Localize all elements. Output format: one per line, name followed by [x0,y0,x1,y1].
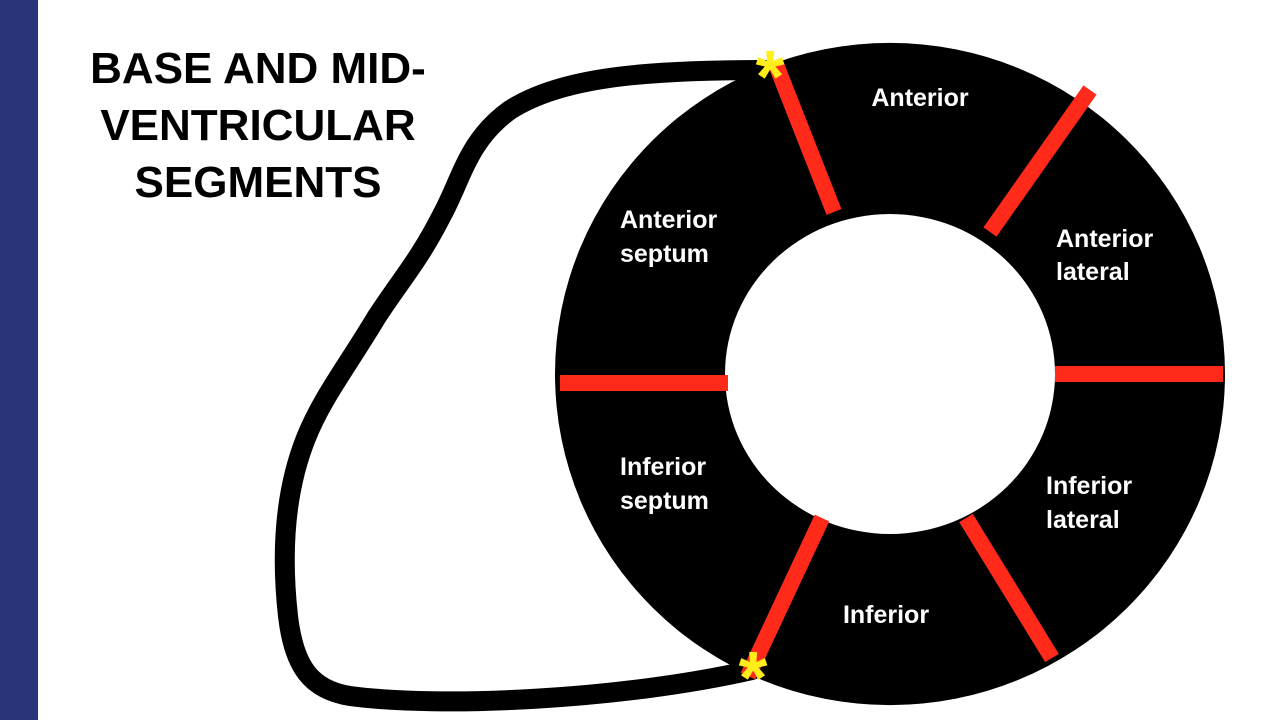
segment-label-anterior-septum: Anterior septum [620,206,724,268]
divider-anterior-anteriorlateral [983,85,1097,237]
title-line-3: SEGMENTS [134,158,382,207]
segment-label-inferior: Inferior [843,601,929,629]
title-line-2: VENTRICULAR [100,101,416,150]
right-ventricle-outline [274,60,775,712]
slide-title: BASE AND MID- VENTRICULAR SEGMENTS [48,40,468,211]
segment-label-anterior: Anterior [871,84,969,112]
insertion-marker-bottom: * [739,636,768,719]
left-ventricle-ring [554,42,1225,706]
segment-label-inferior-lateral: Inferior lateral [1046,472,1139,534]
side-accent-bar [0,0,38,720]
title-line-1: BASE AND MID- [90,44,426,93]
insertion-marker-top: * [756,35,785,118]
divider-inferiorlateral-inferior [959,513,1059,663]
segment-label-inferior-septum: Inferior septum [620,453,713,515]
segment-label-anterior-lateral: Anterior lateral [1056,225,1160,286]
divider-anterior-septum-anterior [767,59,842,215]
divider-inferior-inferiorseptum [740,514,830,680]
